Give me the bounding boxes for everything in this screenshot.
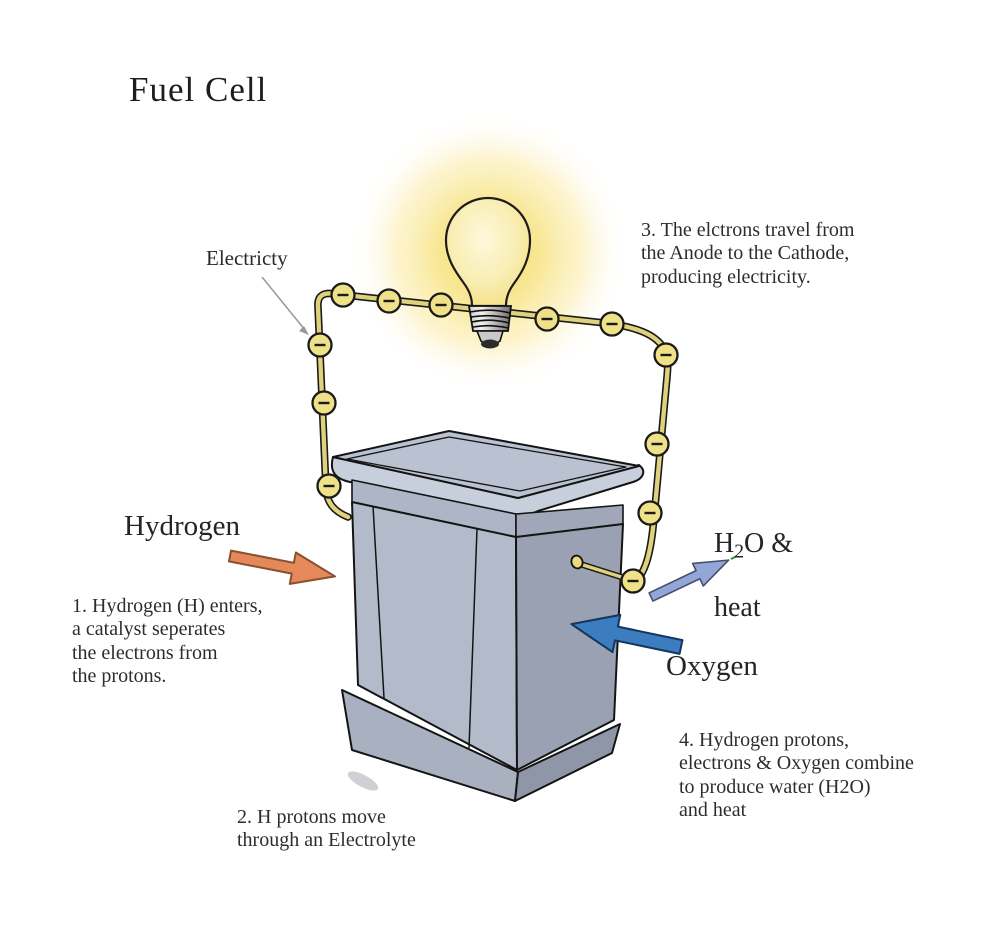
water-formula-line: H2O &: [714, 527, 794, 563]
box-base-side: [514, 723, 621, 802]
step1-note: 1. Hydrogen (H) enters, a catalyst seper…: [72, 595, 263, 688]
step4-note: 4. Hydrogen protons, electrons & Oxygen …: [679, 729, 914, 822]
step2-note: 2. H protons move through an Electrolyte: [237, 806, 416, 852]
water-heat-arrow: [648, 559, 730, 602]
hydrogen-label: Hydrogen: [124, 510, 240, 542]
water-heat-line: heat: [714, 591, 761, 623]
pin-head-icon: [570, 554, 584, 570]
box-lid-inset-line: [346, 436, 627, 492]
step3-note: 3. The elctrons travel from the Anode to…: [641, 219, 855, 288]
light-bulb-icon: [444, 196, 532, 349]
bulb-glass: [444, 196, 532, 308]
oxygen-arrow: [570, 613, 684, 655]
fuel-cell-box: [331, 430, 645, 802]
bulb-contact: [481, 339, 499, 349]
page-title: Fuel Cell: [129, 70, 268, 109]
box-front-seam-left: [372, 505, 385, 699]
box-side-face: [515, 523, 624, 771]
box-shadow: [347, 771, 379, 791]
bulb-screw-threads: [469, 309, 511, 329]
bulb-screw-base: [467, 305, 513, 332]
oxygen-label: Oxygen: [666, 650, 758, 682]
electricity-leader-line: [261, 276, 309, 335]
electricity-label: Electricty: [206, 246, 288, 270]
hydrogen-arrow: [227, 549, 337, 585]
green-speck: [730, 555, 738, 560]
water-heat-label: H2O & heat: [714, 499, 793, 652]
box-front-seam-right: [468, 528, 478, 749]
